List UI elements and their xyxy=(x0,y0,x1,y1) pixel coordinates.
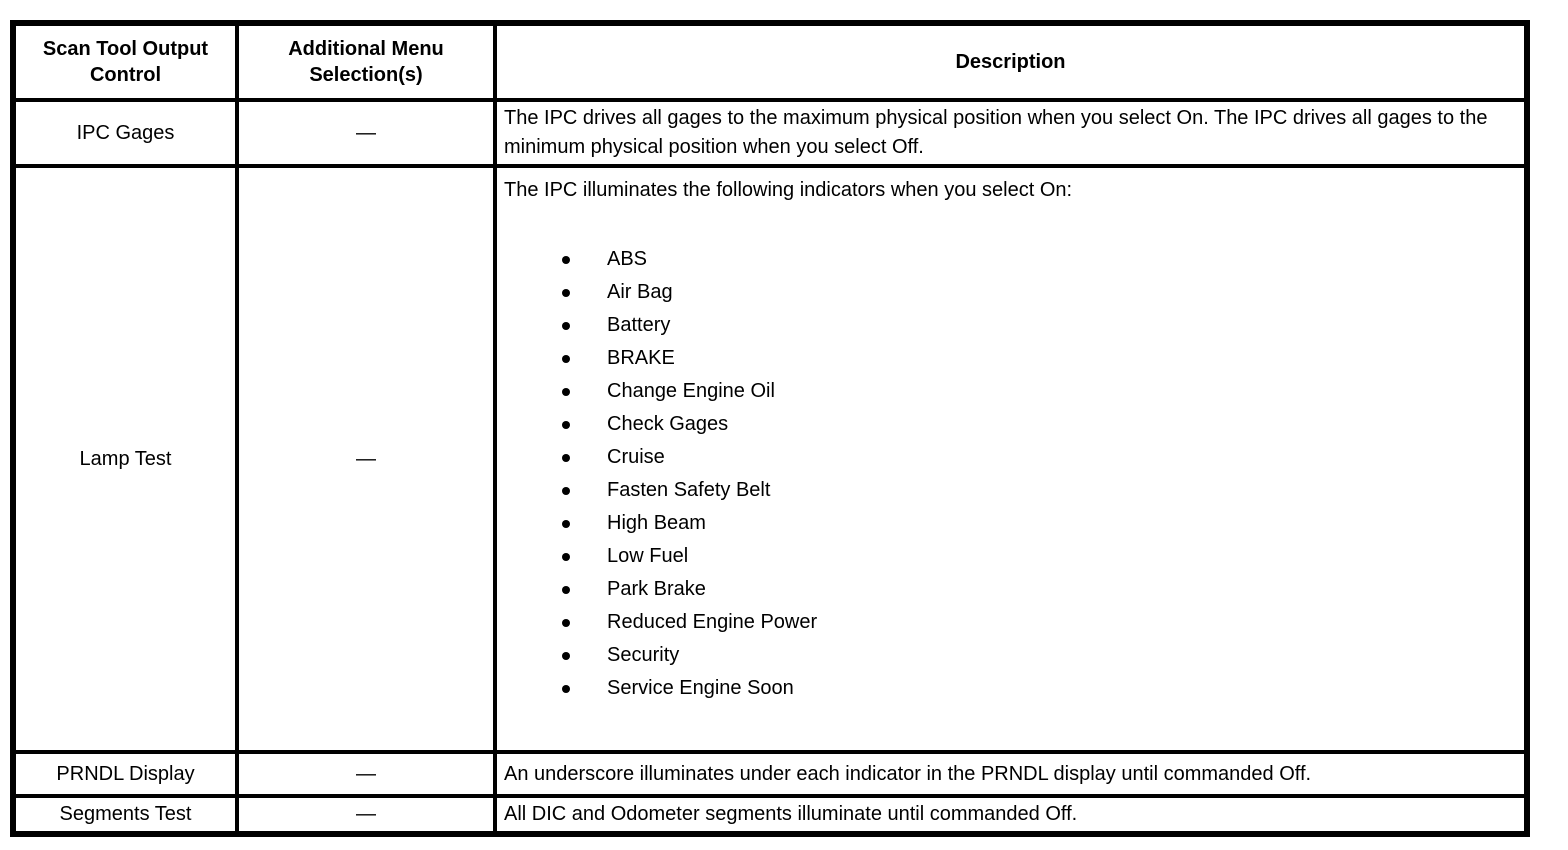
indicator-list-item: Park Brake xyxy=(504,573,1514,606)
description-cell-segments-test: All DIC and Odometer segments illuminate… xyxy=(493,794,1529,836)
indicator-list-item: Low Fuel xyxy=(504,540,1514,573)
indicator-list-item: Change Engine Oil xyxy=(504,375,1514,408)
indicator-list-item: ABS xyxy=(504,243,1514,276)
lamp-test-indicator-list: ABS Air Bag Battery BRAKE Change Engine … xyxy=(504,243,1514,705)
table-row-ipc-gages: IPC Gages — The IPC drives all gages to … xyxy=(11,98,1529,168)
indicator-list-item: Service Engine Soon xyxy=(504,672,1514,705)
header-additional-menu-selections: Additional Menu Selection(s) xyxy=(235,21,497,102)
control-cell-lamp-test: Lamp Test xyxy=(11,164,239,754)
menu-cell-prndl-display: — xyxy=(235,750,497,798)
description-cell-ipc-gages: The IPC drives all gages to the maximum … xyxy=(493,98,1529,168)
indicator-list-item: Cruise xyxy=(504,441,1514,474)
menu-cell-lamp-test: — xyxy=(235,164,497,754)
header-description: Description xyxy=(493,21,1529,102)
header-scan-tool-output-control: Scan Tool Output Control xyxy=(11,21,239,102)
table-row-lamp-test: Lamp Test — The IPC illuminates the foll… xyxy=(11,164,1529,754)
table-row-segments-test: Segments Test — All DIC and Odometer seg… xyxy=(11,794,1529,836)
indicator-list-item: BRAKE xyxy=(504,342,1514,375)
indicator-list-item: Battery xyxy=(504,309,1514,342)
description-cell-lamp-test: The IPC illuminates the following indica… xyxy=(493,164,1529,754)
control-cell-segments-test: Segments Test xyxy=(11,794,239,836)
description-cell-prndl-display: An underscore illuminates under each ind… xyxy=(493,750,1529,798)
control-cell-prndl-display: PRNDL Display xyxy=(11,750,239,798)
menu-cell-segments-test: — xyxy=(235,794,497,836)
indicator-list-item: Fasten Safety Belt xyxy=(504,474,1514,507)
menu-cell-ipc-gages: — xyxy=(235,98,497,168)
control-cell-ipc-gages: IPC Gages xyxy=(11,98,239,168)
table-header-row: Scan Tool Output Control Additional Menu… xyxy=(11,21,1529,102)
indicator-list-item: High Beam xyxy=(504,507,1514,540)
indicator-list-item: Security xyxy=(504,639,1514,672)
scan-tool-output-control-table: Scan Tool Output Control Additional Menu… xyxy=(10,20,1530,837)
indicator-list-item: Reduced Engine Power xyxy=(504,606,1514,639)
indicator-list-item: Check Gages xyxy=(504,408,1514,441)
table-row-prndl-display: PRNDL Display — An underscore illuminate… xyxy=(11,750,1529,798)
lamp-test-description-intro: The IPC illuminates the following indica… xyxy=(504,179,1073,201)
indicator-list-item: Air Bag xyxy=(504,276,1514,309)
